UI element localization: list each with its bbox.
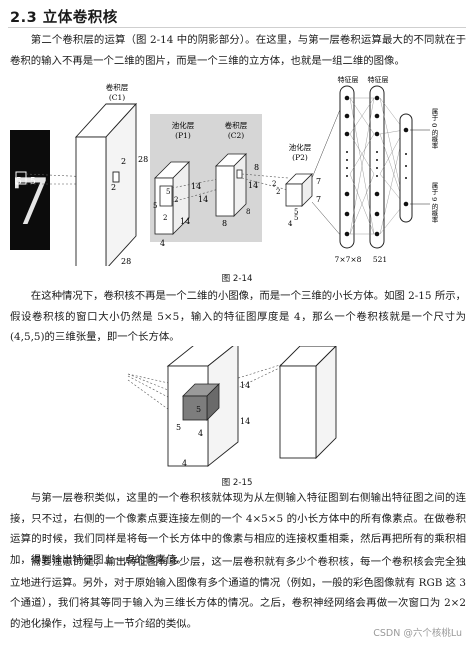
fig2-label-6: 4 bbox=[182, 459, 187, 468]
dim-label-13: 5 bbox=[166, 188, 170, 196]
layer-label-c2: 卷积层 bbox=[225, 120, 248, 130]
dim-label-11: 2 bbox=[163, 214, 167, 222]
layer-label-p2-tag: (P2) bbox=[292, 153, 308, 162]
dim-label-12: 5 bbox=[153, 202, 157, 210]
layer-label-c1: 卷积层 bbox=[106, 82, 129, 92]
dim-label-7: 14 bbox=[191, 182, 201, 191]
figure-2-15: 5 5 4 14 14 4 bbox=[127, 346, 337, 468]
bottom-label-1: 7×7×8 bbox=[335, 255, 362, 264]
dim-label-6: 28 bbox=[121, 257, 131, 266]
watermark: CSDN @六个核桃Lu bbox=[373, 628, 462, 639]
bottom-label-2: 521 bbox=[373, 255, 387, 264]
input-image: 7 5 5 bbox=[10, 130, 50, 250]
dim-label-25: 4 bbox=[288, 220, 293, 228]
paragraph-1: 第二个卷积层的运算（图 2-14 中的阴影部分）。在这里，与第一层卷积运算最大的… bbox=[10, 34, 466, 67]
dim-label-15: 14 bbox=[198, 195, 208, 204]
layer-label-p2: 池化层 bbox=[289, 142, 312, 152]
dim-label-14: 14 bbox=[248, 181, 258, 190]
dim-label-3: 2 bbox=[121, 157, 126, 166]
title-divider bbox=[8, 27, 466, 28]
dim-label-17: 8 bbox=[254, 163, 259, 172]
kernel-cube bbox=[182, 383, 220, 421]
figure-2-14: 7 5 5 卷积层 (C1) 2 2 28 28 池化层 bbox=[10, 75, 438, 266]
dim-label-1: 5 bbox=[16, 177, 22, 187]
c2-block bbox=[215, 153, 247, 217]
fig2-label-3: 4 bbox=[198, 429, 203, 438]
dim-label-18: 2 bbox=[272, 180, 276, 188]
dim-label-22: 5 bbox=[294, 208, 298, 216]
p1-block bbox=[154, 161, 190, 235]
dim-label-4: 2 bbox=[111, 183, 116, 192]
figure-caption-1: 图 2-14 bbox=[221, 274, 253, 284]
layer-label-feature2: 特征层 bbox=[368, 75, 389, 84]
fig2-label-1: 5 bbox=[196, 405, 201, 414]
input-kernel-window bbox=[15, 171, 27, 185]
c1-block bbox=[74, 102, 138, 266]
layer-label-p1-tag: (P1) bbox=[175, 131, 191, 140]
dim-label-10: 2 bbox=[174, 196, 178, 204]
p2-block bbox=[285, 173, 313, 207]
output-layer bbox=[399, 113, 413, 223]
output-feature-box bbox=[278, 346, 337, 460]
dim-label-5: 28 bbox=[138, 155, 148, 164]
dim-label-8: 14 bbox=[180, 217, 190, 226]
layer-label-feature1: 特征层 bbox=[338, 75, 359, 84]
layer-label-p1: 池化层 bbox=[172, 120, 195, 130]
figure-caption-2: 图 2-15 bbox=[221, 478, 253, 488]
dim-label-24: 7 bbox=[316, 195, 321, 204]
dim-label-20: 8 bbox=[246, 208, 250, 216]
dim-label-2: 5 bbox=[30, 177, 36, 187]
paragraph-4: 需要注意的是，输出特征图有多少层，这一层卷积就有多少个卷积核，每一个卷积核会完全… bbox=[10, 556, 466, 630]
dim-label-19: 2 bbox=[276, 188, 280, 196]
c1-kernel bbox=[112, 171, 120, 183]
fig2-label-4: 14 bbox=[240, 381, 250, 390]
dim-label-16: 8 bbox=[222, 219, 227, 228]
dim-label-9: 4 bbox=[160, 239, 165, 248]
c2-kernel bbox=[236, 169, 243, 179]
paragraph-2: 在这种情况下，卷积核不再是一个二维的小图像，而是一个三维的小长方体。如图 2-1… bbox=[10, 290, 466, 344]
layer-label-c1-tag: (C1) bbox=[109, 93, 125, 102]
layer-label-c2-tag: (C2) bbox=[228, 131, 244, 140]
fig2-label-2: 5 bbox=[176, 423, 181, 432]
section-title: 2.3 立体卷积核 bbox=[10, 10, 118, 26]
output-label-0: 属于 0 的概率 bbox=[430, 108, 438, 150]
neurons bbox=[344, 95, 380, 237]
output-label-9: 属于 9 的概率 bbox=[430, 182, 438, 224]
fig2-label-5: 14 bbox=[240, 417, 250, 426]
dim-label-23: 7 bbox=[316, 177, 321, 186]
paragraph-3: 与第一层卷积类似，这里的一个卷积核就体现为从左侧输入特征图到右侧输出特征图之间的… bbox=[10, 492, 466, 566]
dim-label-21: 5 bbox=[294, 214, 298, 222]
